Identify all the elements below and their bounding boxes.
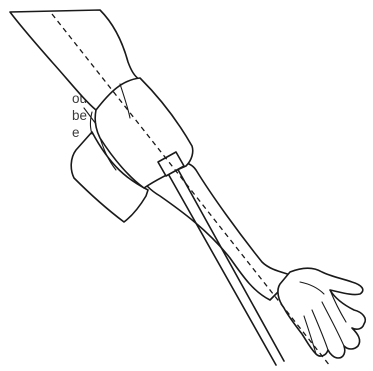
hand-outline	[278, 268, 365, 358]
forearm-outline	[140, 162, 294, 300]
air-tube-right	[176, 166, 284, 361]
cuff-seam	[91, 112, 93, 134]
